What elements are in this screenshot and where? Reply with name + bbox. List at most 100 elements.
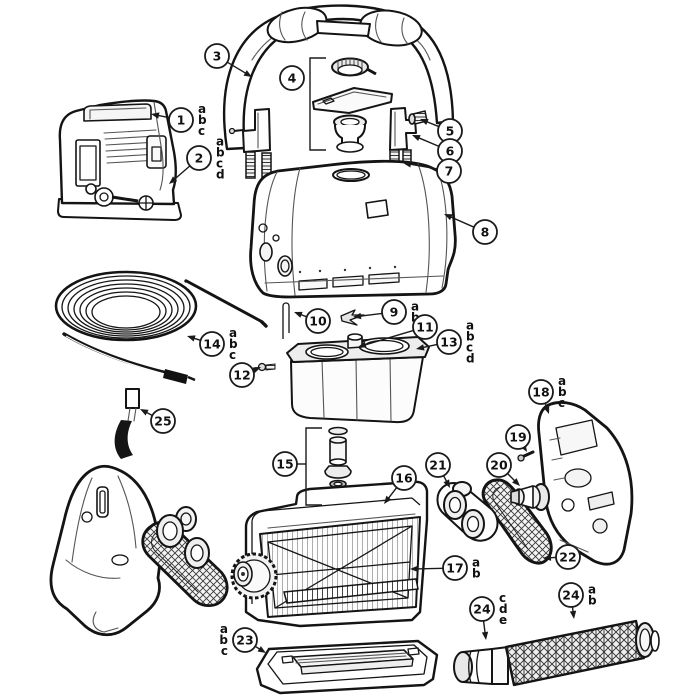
svg-text:a: a [472,556,480,570]
filter-box [244,480,429,628]
callout-25: 25 [140,408,176,434]
handle-latch-left [228,108,272,184]
callout-circle-25 [150,408,176,434]
svg-text:3: 3 [213,49,222,64]
svg-text:c: c [216,157,223,171]
callout-circle-3 [204,43,230,69]
svg-text:b: b [216,146,225,160]
svg-text:23: 23 [236,633,253,648]
callout-circle-10 [305,308,331,334]
callout-17-ab: 17 ab [410,555,481,581]
callout-circle-1 [168,107,194,133]
basket-screw [257,362,276,372]
filter-basket [286,333,430,424]
callout-circle-12 [229,362,255,388]
brush-roller [453,619,660,687]
callout-circle-9 [381,299,407,325]
rubber-flap [114,388,140,459]
callout-12: 12 [229,362,261,388]
svg-text:a: a [588,583,596,597]
svg-text:a: a [411,300,419,314]
main-body-housing [249,159,457,299]
svg-text:a: a [466,319,474,333]
svg-text:5: 5 [446,124,455,139]
svg-text:d: d [466,352,475,366]
svg-text:14: 14 [203,337,221,352]
callout-6: 6 [412,135,463,164]
svg-text:18: 18 [532,385,549,400]
svg-text:a: a [198,102,206,116]
svg-text:b: b [198,113,207,127]
drive-sprocket [230,552,278,600]
svg-text:b: b [472,567,481,581]
svg-text:c: c [466,341,473,355]
callout-21: 21 [425,452,451,488]
cotter-pin [282,302,290,339]
callout-20: 20 [486,452,520,486]
svg-text:24: 24 [562,588,580,603]
callout-22: 22 [543,544,581,570]
svg-text:a: a [558,374,566,388]
svg-text:13: 13 [440,335,457,350]
callout-24-ab: 24 ab [558,582,597,619]
wheel-axle [510,483,550,511]
svg-text:12: 12 [233,368,250,383]
svg-text:25: 25 [154,414,171,429]
svg-text:6: 6 [446,144,455,159]
callout-11: 11 [358,314,438,348]
callout-circle-8 [472,219,498,245]
callout-circle-23 [232,627,258,653]
callout-7: 7 [403,158,462,184]
drive-side-plate-left [49,464,229,637]
svg-text:b: b [466,330,475,344]
svg-text:10: 10 [309,314,327,329]
power-supply-unit [57,99,182,221]
svg-text:19: 19 [509,430,526,445]
svg-text:b: b [558,385,567,399]
callout-circle-2 [186,145,212,171]
impeller-and-valve-parts [312,57,393,153]
svg-text:2: 2 [195,151,204,166]
callout-15: 15 [272,427,322,506]
svg-text:17: 17 [446,561,463,576]
svg-text:c: c [229,348,236,362]
svg-text:1: 1 [177,113,186,128]
svg-text:16: 16 [395,471,413,486]
callout-circle-22 [555,544,581,570]
callout-8: 8 [444,214,498,245]
svg-text:4: 4 [288,71,297,86]
svg-text:a: a [220,622,228,636]
callout-5: 5 [420,118,463,144]
callout-circle-19 [505,424,531,450]
callout-circle-14 [199,331,225,357]
svg-text:c: c [558,396,565,410]
svg-text:a: a [229,326,237,340]
callout-circle-20 [486,452,512,478]
svg-text:11: 11 [416,320,433,335]
svg-text:b: b [229,337,238,351]
svg-text:b: b [219,633,228,647]
svg-text:d: d [216,168,225,182]
svg-text:15: 15 [276,457,293,472]
callout-circle-4 [279,65,305,91]
callout-circle-24 [469,596,495,622]
svg-text:24: 24 [473,602,491,617]
track-rollers [436,481,499,542]
drive-side-plate-right [537,401,634,566]
callout-circle-16 [391,465,417,491]
callout-19: 19 [505,424,531,452]
svg-text:9: 9 [390,305,399,320]
svg-text:22: 22 [559,550,576,565]
svg-text:c: c [198,124,205,138]
svg-text:20: 20 [490,458,508,473]
callout-16: 16 [384,465,417,504]
callout-circle-13 [436,329,462,355]
svg-text:b: b [588,594,597,608]
callout-14-abc: 14 abc [187,326,238,362]
